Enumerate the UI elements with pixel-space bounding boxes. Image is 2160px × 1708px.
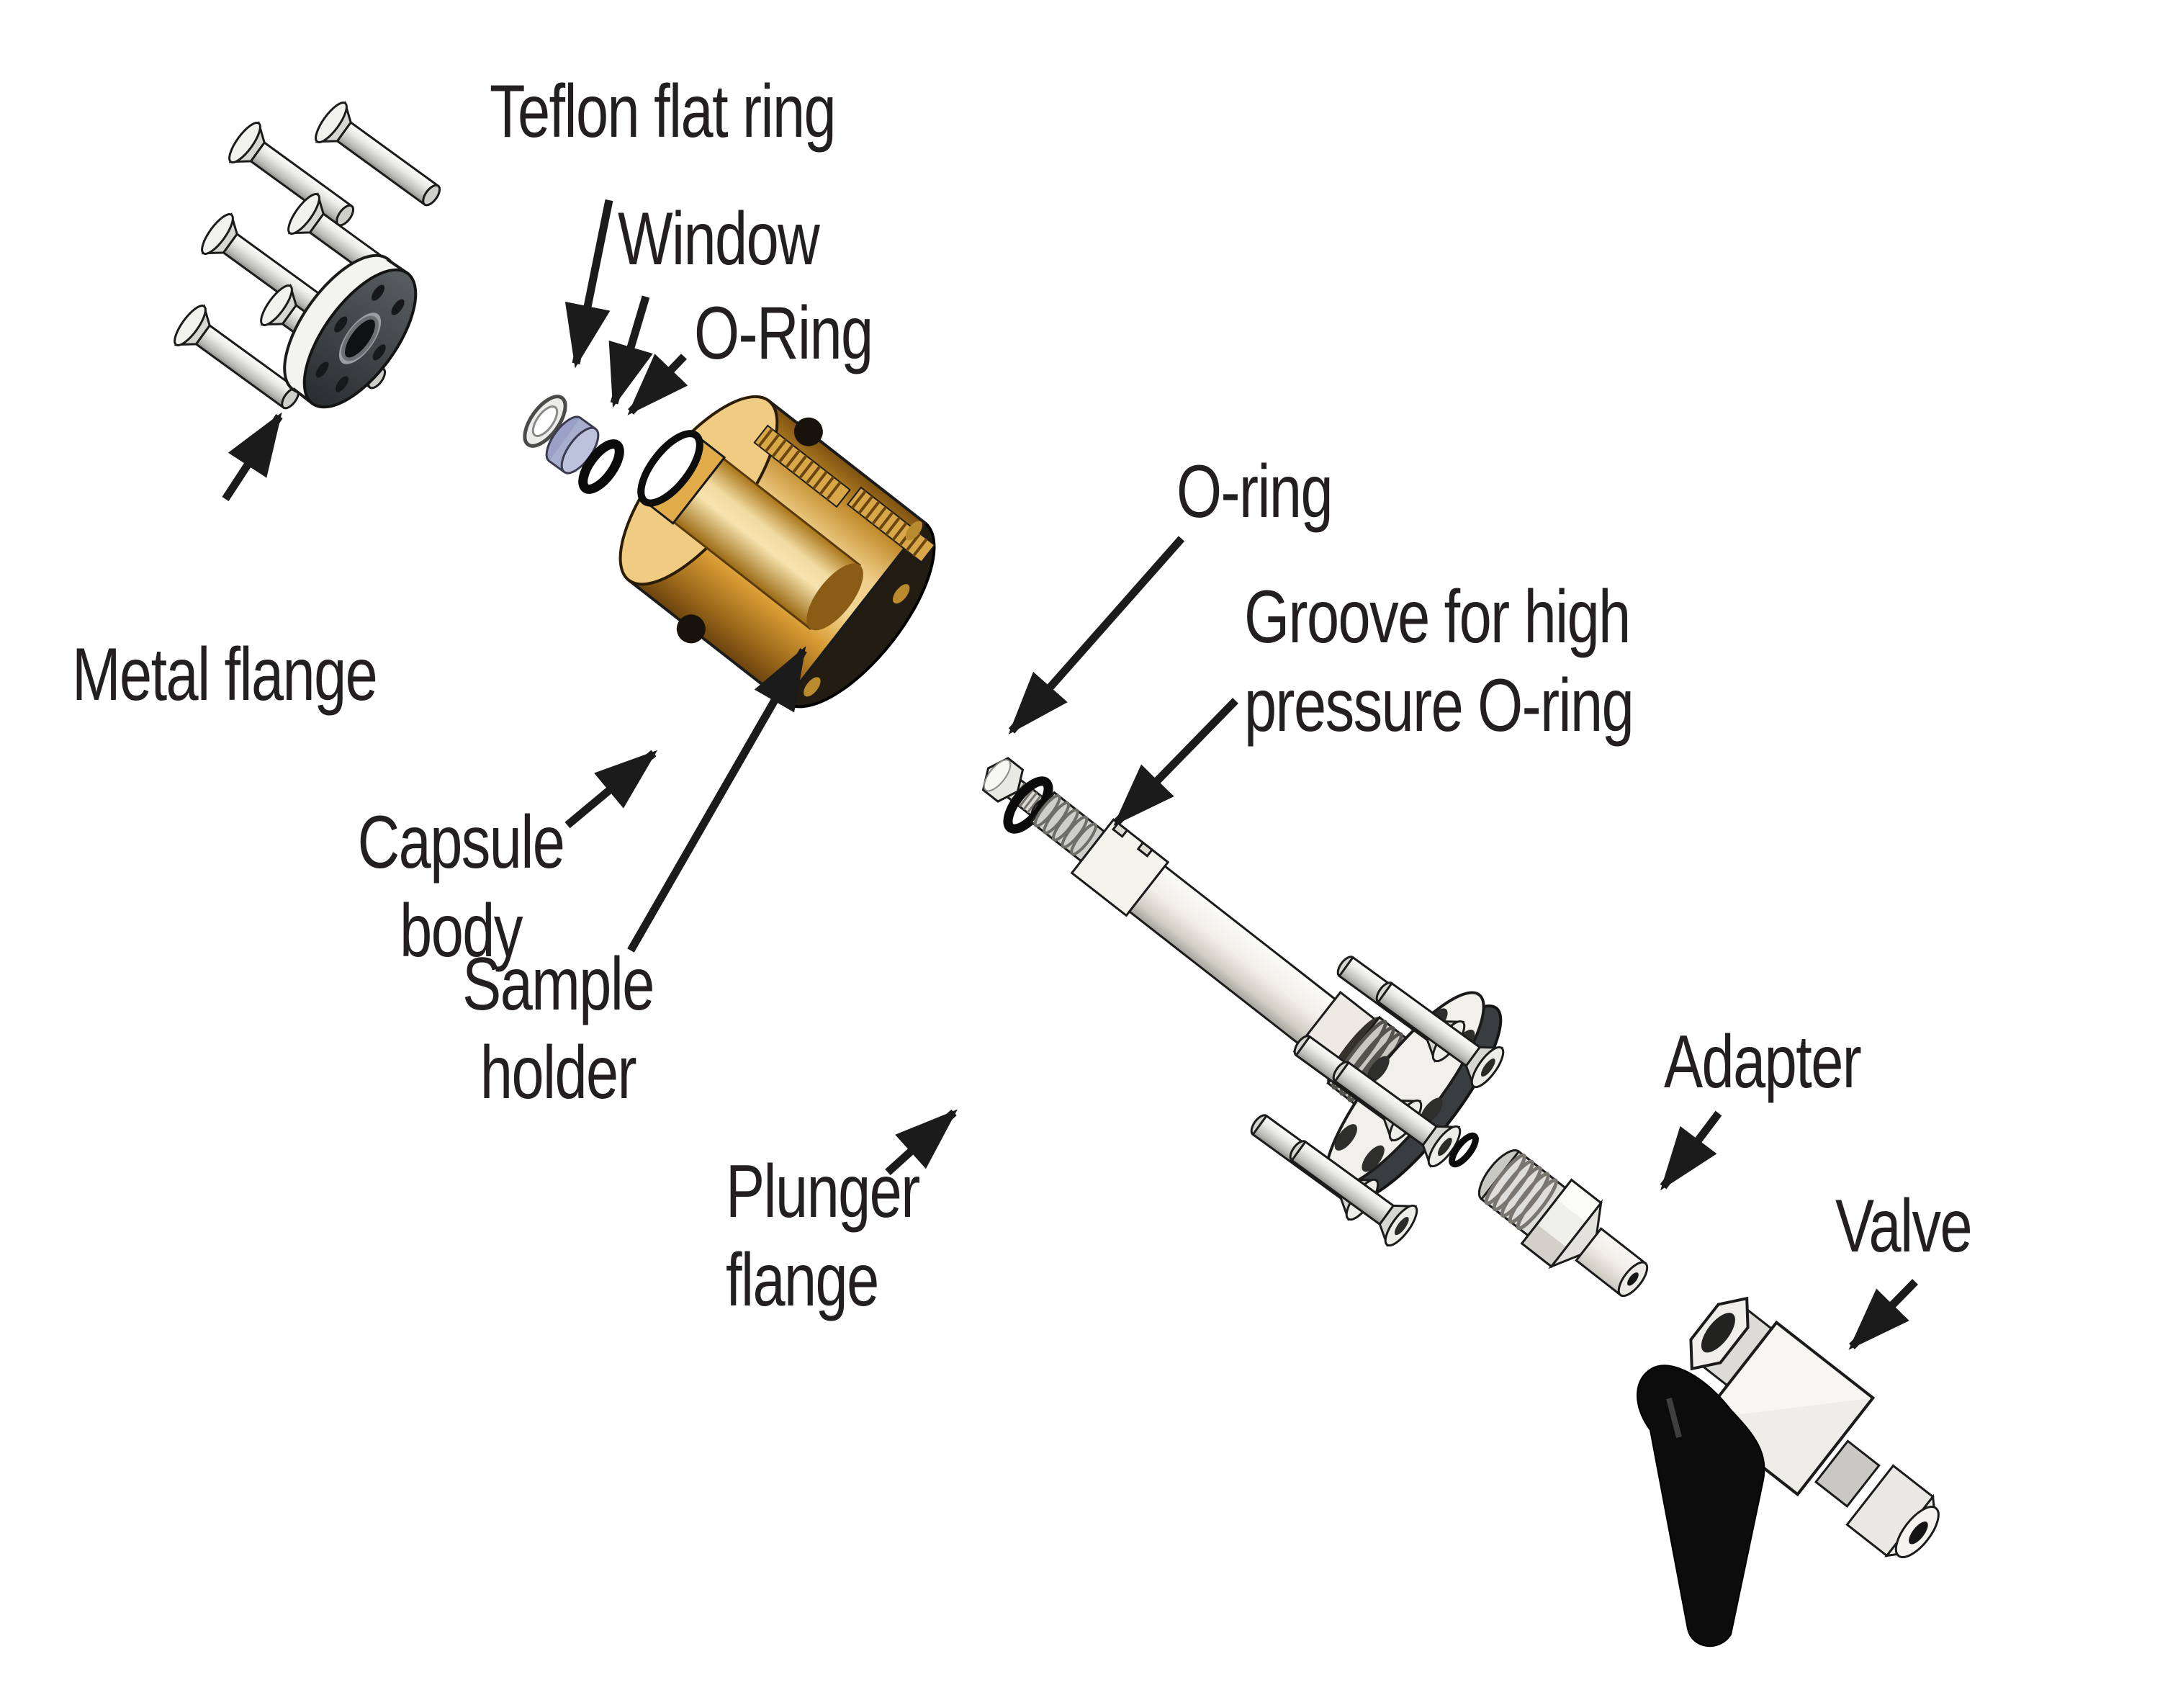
label-groove-line2: pressure O-ring [1244, 664, 1634, 747]
label-plunger-flange: Plunger flange [726, 1148, 920, 1325]
o-ring-upper-icon [578, 439, 624, 494]
label-capsule-body-line2: body [400, 889, 523, 973]
adapter-icon [1477, 1149, 1649, 1298]
arrow-capsule-body [564, 750, 658, 829]
valve-handle-icon [1637, 1365, 1765, 1648]
leader-arrows [222, 199, 1918, 1350]
label-o-ring-mid: O-ring [1176, 450, 1333, 534]
metal-flange-icon [283, 253, 418, 409]
valve-icon [1637, 1296, 1940, 1648]
arrow-valve [1848, 1279, 1918, 1350]
arrow-sample-holder [627, 646, 807, 953]
screw-icon [1375, 981, 1505, 1089]
arrow-plunger-flange [885, 1109, 958, 1176]
label-o-ring-upper: O-Ring [694, 292, 873, 375]
screw-icon [1289, 1140, 1418, 1247]
label-valve: Valve [1835, 1185, 1973, 1268]
screw-icon [315, 100, 441, 207]
arrow-metal-flange [222, 412, 283, 502]
label-plunger-flange-line2: flange [726, 1239, 879, 1322]
arrow-o-ring-mid [1008, 536, 1185, 734]
threaded-bore-icon [846, 486, 936, 564]
o-ring-small-icon [1449, 1132, 1479, 1168]
arrow-adapter [1660, 1110, 1722, 1191]
threaded-bore-icon [753, 424, 851, 508]
label-plunger-flange-line1: Plunger [726, 1150, 920, 1233]
arrow-o-ring-upper [627, 354, 688, 415]
label-sample-holder: Sample holder [434, 940, 681, 1118]
valve-inlet-nut-icon [1689, 1296, 1783, 1395]
screw-icon [228, 120, 355, 227]
label-teflon-flat-ring: Teflon flat ring [490, 70, 837, 153]
arrow-teflon-flat-ring [564, 199, 613, 369]
teflon-flat-ring-icon [523, 395, 567, 448]
window-icon [545, 415, 600, 475]
label-groove-line1: Groove for high [1244, 575, 1631, 659]
screw-icon [1332, 1061, 1462, 1168]
screw-icon [174, 303, 300, 410]
plunger-flange-screws-icon [1250, 956, 1505, 1247]
valve-outlet-nut-icon [1845, 1464, 1940, 1558]
capsule-body-icon [618, 395, 936, 709]
label-capsule-body: Capsule body [337, 799, 584, 976]
valve-neck-icon [1814, 1439, 1881, 1509]
label-sample-holder-line1: Sample [462, 943, 654, 1026]
arrow-window [608, 295, 653, 408]
label-metal-flange: Metal flange [72, 633, 378, 716]
label-window: Window [618, 197, 820, 281]
label-capsule-body-line1: Capsule [357, 801, 565, 884]
label-adapter: Adapter [1664, 1020, 1862, 1104]
arrow-groove [1113, 698, 1238, 826]
label-sample-holder-line2: holder [480, 1031, 637, 1115]
label-groove: Groove for high pressure O-ring [1244, 573, 1634, 750]
